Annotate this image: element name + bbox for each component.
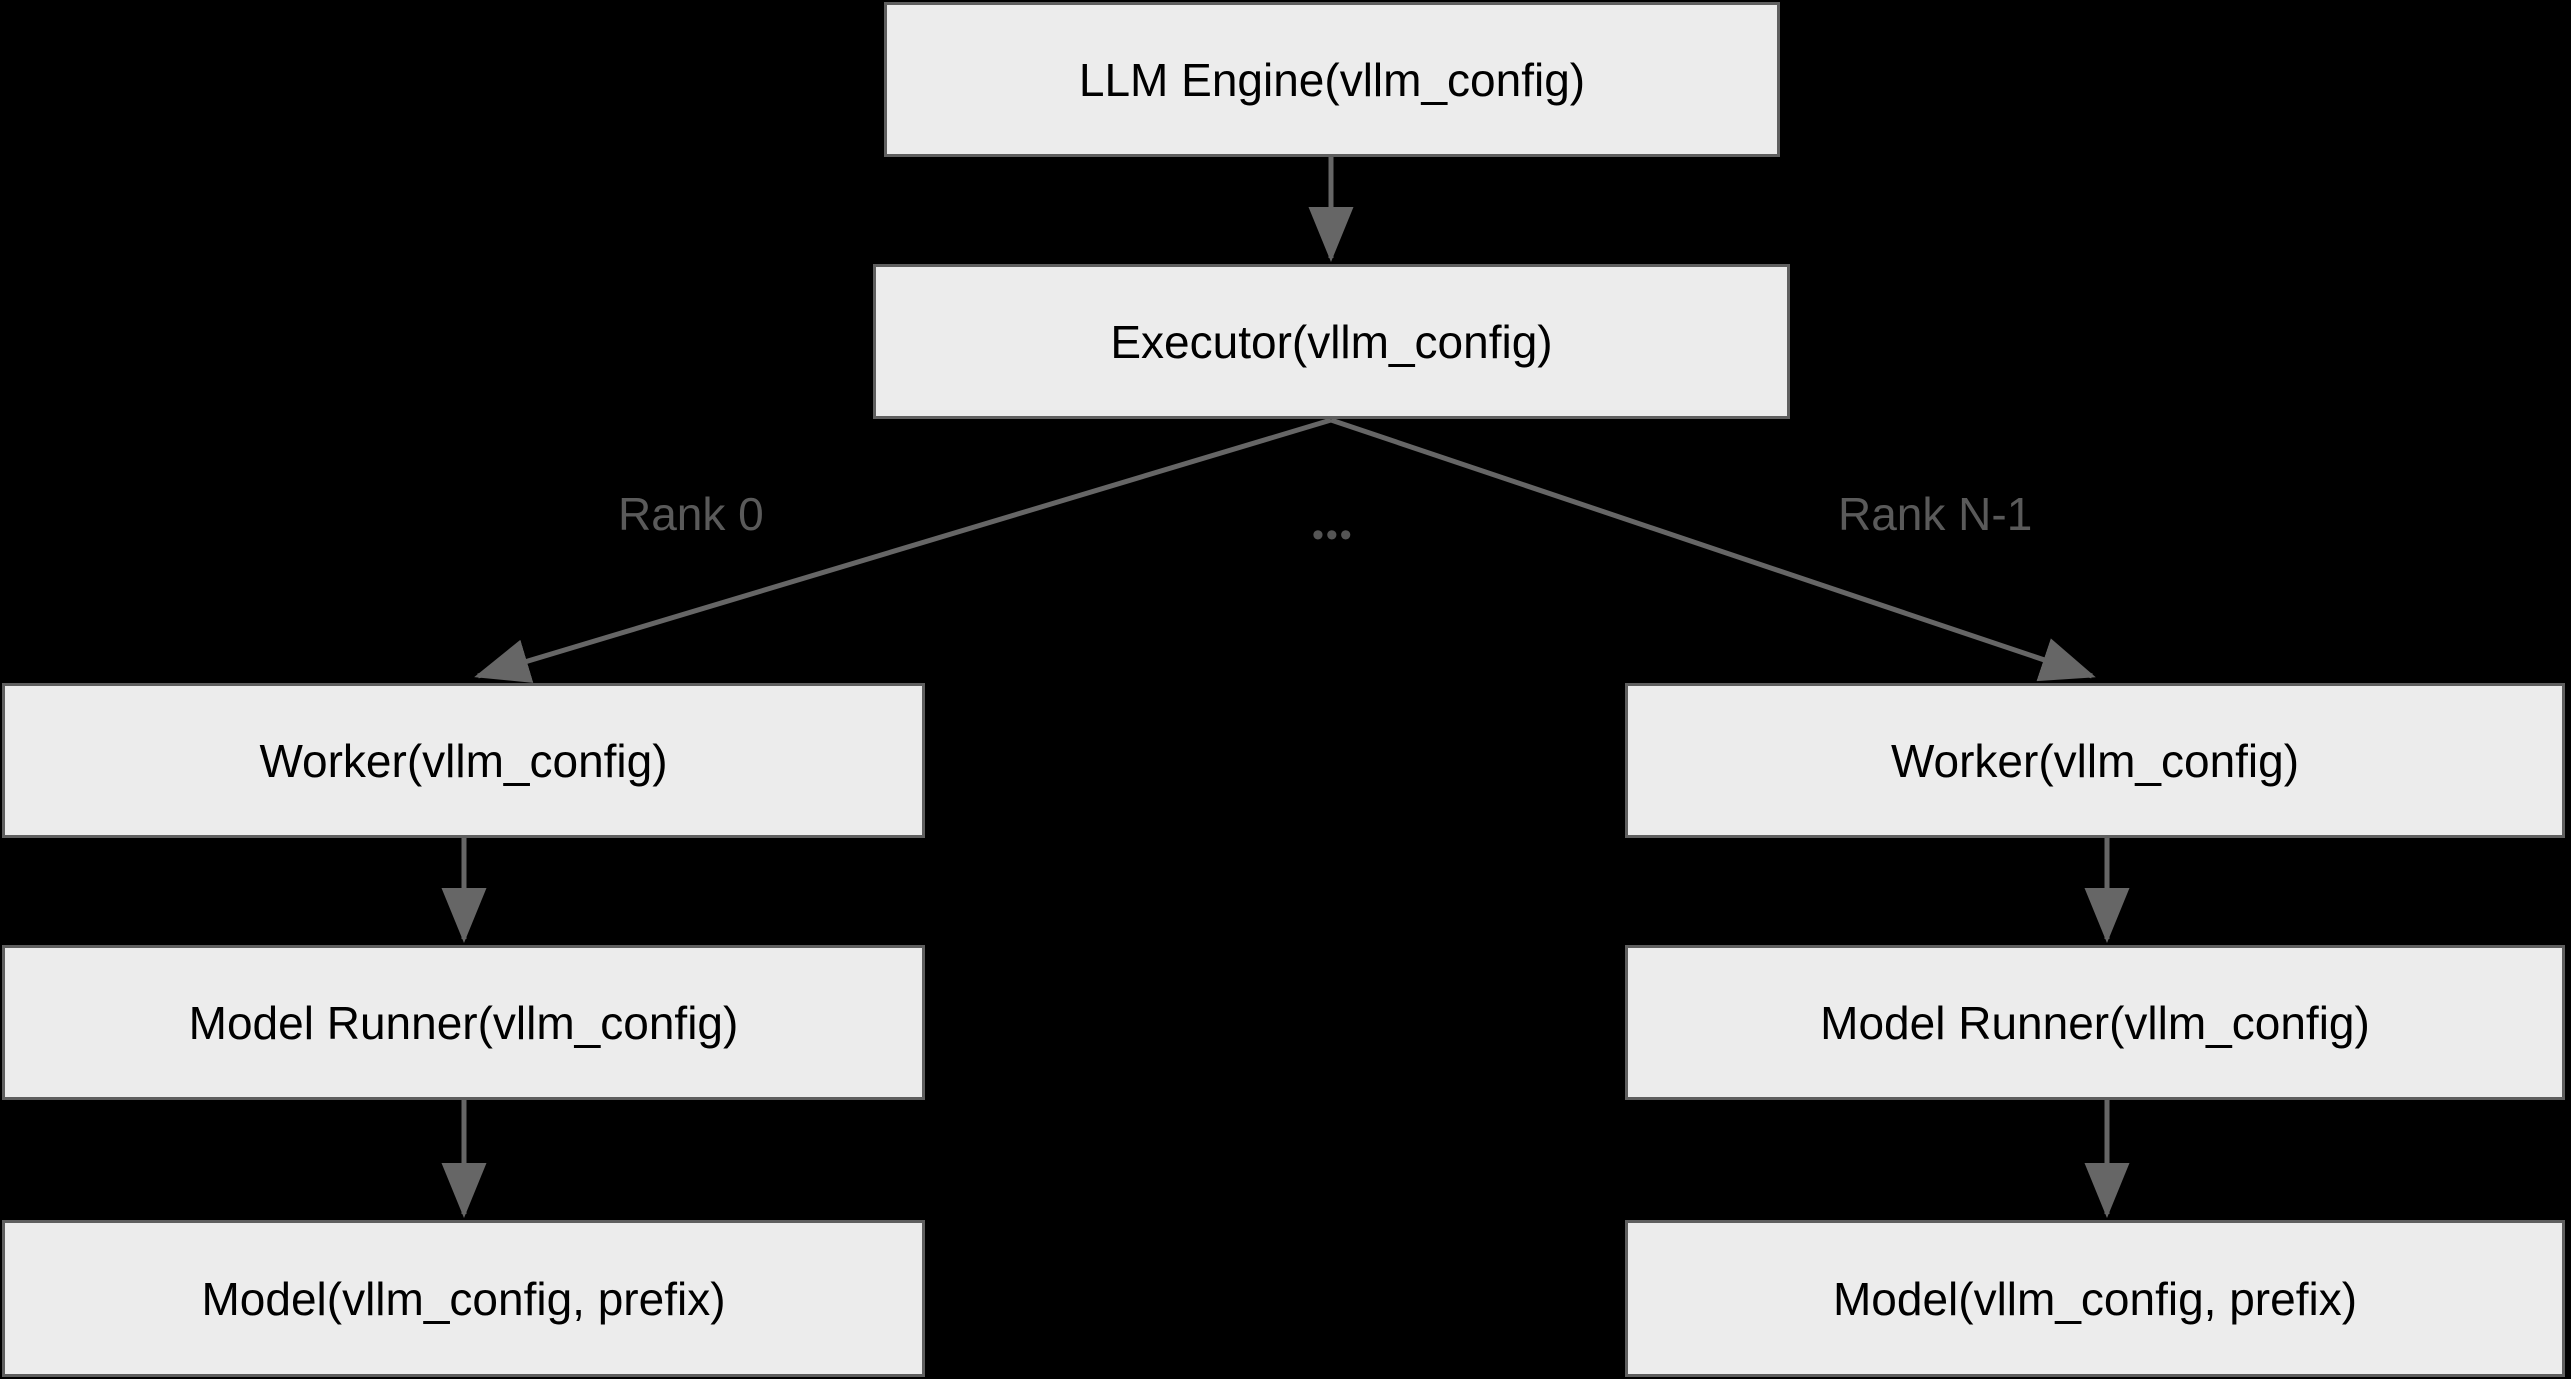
edge-label-ellipsis: ••• xyxy=(1312,516,1354,554)
node-worker-rank0[interactable]: Worker(vllm_config) xyxy=(2,683,925,838)
node-model-runner-rank0-label: Model Runner(vllm_config) xyxy=(188,996,739,1049)
node-model-runner-rankn-label: Model Runner(vllm_config) xyxy=(1820,996,2370,1049)
edge-label-rank-0: Rank 0 xyxy=(618,488,764,540)
node-model-runner-rank0[interactable]: Model Runner(vllm_config) xyxy=(2,945,925,1100)
edge-executor-to-worker-rankn xyxy=(1330,417,2096,682)
node-executor-label: Executor(vllm_config) xyxy=(1110,315,1553,368)
node-model-rankn[interactable]: Model(vllm_config, prefix) xyxy=(1625,1220,2565,1377)
node-llm-engine-label: LLM Engine(vllm_config) xyxy=(1078,53,1586,106)
edge-label-rank-n-1: Rank N-1 xyxy=(1838,488,2033,540)
node-model-rank0-label: Model(vllm_config, prefix) xyxy=(201,1272,726,1325)
node-llm-engine[interactable]: LLM Engine(vllm_config) xyxy=(884,2,1780,157)
edge-executor-to-worker-rank0 xyxy=(474,417,1332,683)
node-worker-rankn[interactable]: Worker(vllm_config) xyxy=(1625,683,2565,838)
node-worker-rank0-label: Worker(vllm_config) xyxy=(259,734,668,787)
node-executor[interactable]: Executor(vllm_config) xyxy=(873,264,1790,419)
node-worker-rankn-label: Worker(vllm_config) xyxy=(1890,734,2300,787)
node-model-rankn-label: Model(vllm_config, prefix) xyxy=(1832,1272,2358,1325)
node-model-rank0[interactable]: Model(vllm_config, prefix) xyxy=(2,1220,925,1377)
node-model-runner-rankn[interactable]: Model Runner(vllm_config) xyxy=(1625,945,2565,1100)
